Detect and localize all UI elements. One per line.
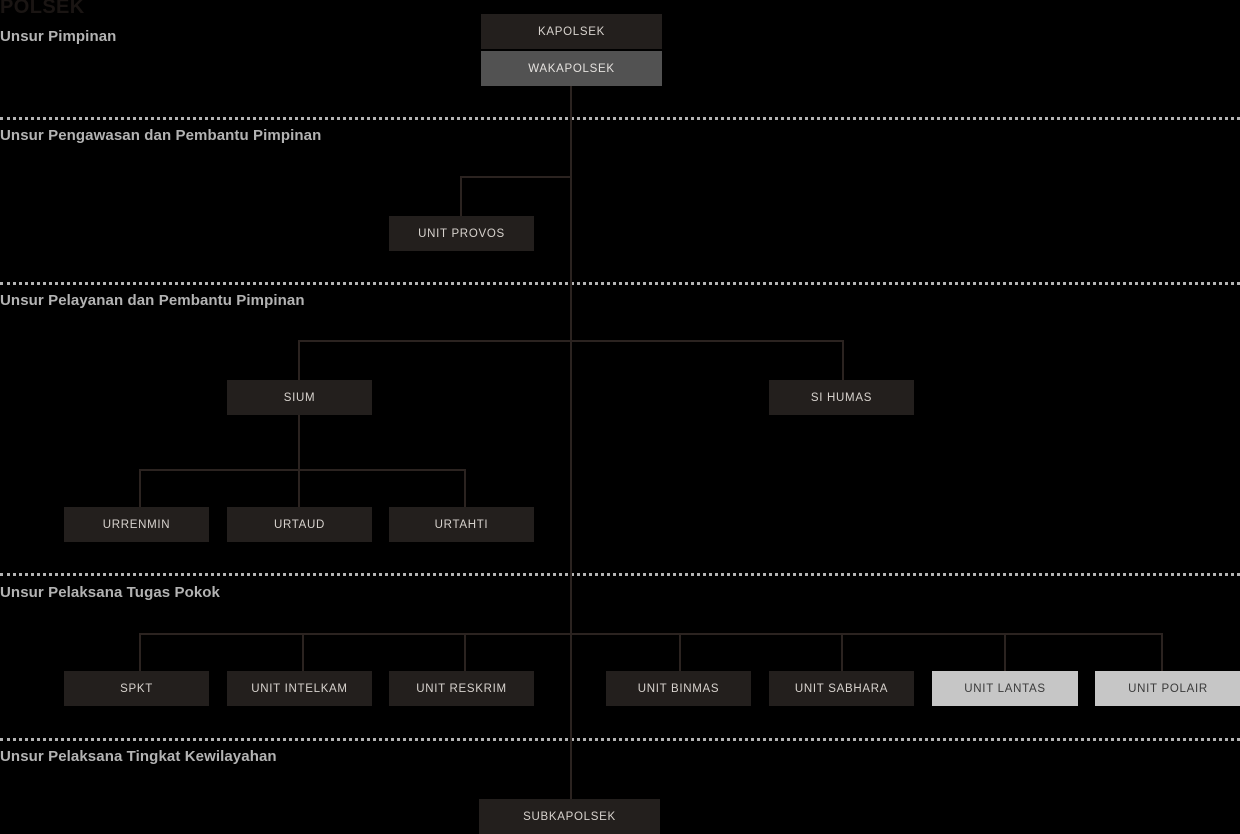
section-divider-1 xyxy=(0,117,1240,120)
section-divider-4 xyxy=(0,738,1240,741)
urtahti-drop-line xyxy=(464,469,466,507)
sihumas-drop-line xyxy=(842,340,844,380)
urtaud-drop-line xyxy=(298,469,300,507)
provos-horizontal-connector xyxy=(460,176,571,178)
spkt-drop-line xyxy=(139,633,141,671)
node-unit-lantas[interactable]: UNIT LANTAS xyxy=(932,671,1078,706)
node-unit-polair[interactable]: UNIT POLAIR xyxy=(1095,671,1240,706)
node-si-humas[interactable]: SI HUMAS xyxy=(769,380,914,415)
section-divider-3 xyxy=(0,573,1240,576)
provos-drop-line xyxy=(460,176,462,216)
polair-drop-line xyxy=(1161,633,1163,671)
node-kapolsek[interactable]: KAPOLSEK xyxy=(481,14,662,49)
urrenmin-drop-line xyxy=(139,469,141,507)
section-label-unsur-pelaksana-tugas-pokok: Unsur Pelaksana Tugas Pokok xyxy=(0,584,221,601)
sabhara-drop-line xyxy=(841,633,843,671)
node-spkt[interactable]: SPKT xyxy=(64,671,209,706)
section-label-unsur-pimpinan: Unsur Pimpinan xyxy=(0,28,117,45)
binmas-drop-line xyxy=(679,633,681,671)
section-label-unsur-pelayanan-dan-pembantu-pimpinan: Unsur Pelayanan dan Pembantu Pimpinan xyxy=(0,292,305,309)
node-wakapolsek[interactable]: WAKAPOLSEK xyxy=(481,51,662,86)
node-urrenmin[interactable]: URRENMIN xyxy=(64,507,209,542)
reskrim-drop-line xyxy=(464,633,466,671)
node-urtaud[interactable]: URTAUD xyxy=(227,507,372,542)
intelkam-drop-line xyxy=(302,633,304,671)
node-unit-binmas[interactable]: UNIT BINMAS xyxy=(606,671,751,706)
node-urtahti[interactable]: URTAHTI xyxy=(389,507,534,542)
node-unit-provos[interactable]: UNIT PROVOS xyxy=(389,216,534,251)
main-spine-line xyxy=(570,86,572,799)
pelayanan-horizontal-connector xyxy=(298,340,844,342)
page-title: POLSEK xyxy=(0,0,85,18)
node-unit-reskrim[interactable]: UNIT RESKRIM xyxy=(389,671,534,706)
section-label-unsur-pelaksana-tingkat-kewilayahan: Unsur Pelaksana Tingkat Kewilayahan xyxy=(0,748,277,765)
sium-stem-line xyxy=(298,415,300,471)
lantas-drop-line xyxy=(1004,633,1006,671)
node-sium[interactable]: SIUM xyxy=(227,380,372,415)
node-unit-intelkam[interactable]: UNIT INTELKAM xyxy=(227,671,372,706)
sium-drop-line xyxy=(298,340,300,380)
node-unit-sabhara[interactable]: UNIT SABHARA xyxy=(769,671,914,706)
section-label-unsur-pengawasan-dan-pembantu-pimpinan: Unsur Pengawasan dan Pembantu Pimpinan xyxy=(0,127,322,144)
sium-children-horizontal-connector xyxy=(139,469,466,471)
section-divider-2 xyxy=(0,282,1240,285)
tugas-pokok-horizontal-connector xyxy=(139,633,1163,635)
node-subkapolsek[interactable]: SUBKAPOLSEK xyxy=(479,799,660,834)
